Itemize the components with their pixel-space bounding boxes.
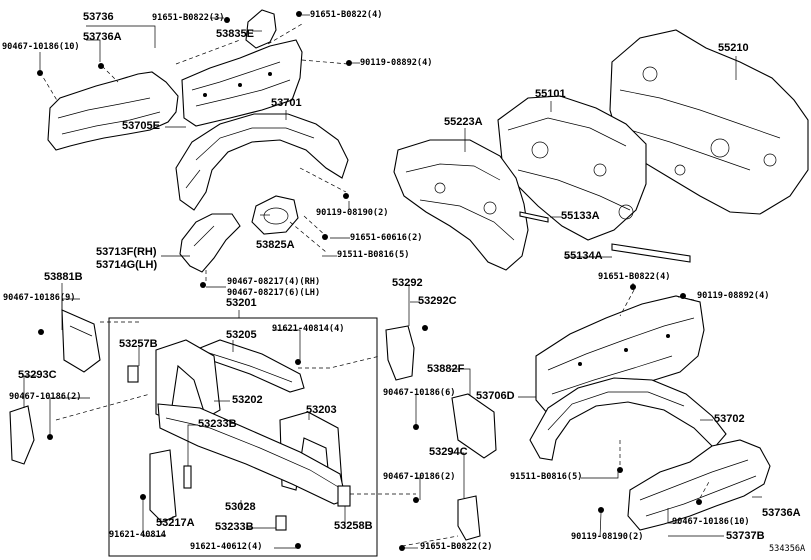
seal-55133a: [519, 211, 549, 223]
callout-91651-b0822-4-right: 91651-B0822(4): [598, 272, 671, 282]
callout-53882f: 53882F: [427, 363, 465, 375]
callout-91621-40612-4: 91621-40612(4): [190, 542, 263, 552]
bracket-53217a: [149, 449, 177, 523]
callout-53881b: 53881B: [44, 271, 83, 283]
fender-liner-53736a: [627, 439, 771, 531]
bracket-53882f: [451, 393, 497, 459]
callout-53702: 53702: [714, 413, 745, 425]
callout-53713f: 53713F(RH): [96, 246, 157, 258]
callout-53292c: 53292C: [418, 295, 457, 307]
callout-90467-10186-6: 90467-10186(6): [383, 388, 456, 398]
callout-55101: 55101: [535, 88, 566, 100]
callout-55133a: 55133A: [561, 210, 600, 222]
callout-53203: 53203: [306, 404, 337, 416]
wheel-housing-53702: [529, 377, 727, 461]
callout-91651-60616-2: 91651-60616(2): [350, 233, 423, 243]
callout-53714g: 53714G(LH): [96, 259, 158, 271]
figure-code: 534356A: [769, 544, 806, 554]
callout-90119-08892-4-right: 90119-08892(4): [697, 291, 770, 301]
callout-53201: 53201: [226, 297, 257, 309]
callout-90467-08217-4: 90467-08217(4)(RH): [227, 277, 321, 287]
callout-55223a: 55223A: [444, 116, 483, 128]
callout-90467-10186-10-bot: 90467-10186(10): [672, 517, 750, 527]
bracket-53294c: [457, 495, 481, 541]
bracket-53258b: [337, 485, 351, 507]
callout-53217a: 53217A: [156, 517, 195, 529]
bracket-53233b: [183, 465, 287, 531]
callout-91651-b0822-4-top: 91651-B0822(4): [310, 10, 383, 20]
callout-53706d: 53706D: [476, 390, 515, 402]
callout-91621-40814-4: 91621-40814(4): [272, 324, 345, 334]
callout-53233b-bot: 53233B: [215, 521, 254, 533]
dashed-lines: [39, 23, 711, 547]
callout-90467-10186-10-top: 90467-10186(10): [2, 42, 80, 52]
bracket-53257b: [127, 365, 139, 383]
bracket-53825a: [251, 195, 299, 235]
callout-53736a-top: 53736A: [83, 31, 122, 43]
seal-55134a: [611, 243, 691, 263]
callout-53294c: 53294C: [429, 446, 468, 458]
callout-91511-b0816-5-right: 91511-B0816(5): [510, 472, 583, 482]
callout-91651-b0822-2: 91651-B0822(2): [420, 542, 493, 552]
bracket-53881b: [61, 309, 101, 373]
fender-liner-53736: [47, 71, 179, 151]
extension-53713f: [179, 213, 241, 273]
callout-90467-10186-2-mid: 90467-10186(2): [383, 472, 456, 482]
callout-53202: 53202: [232, 394, 263, 406]
dash-silencer-55223a: [393, 139, 529, 271]
callout-90119-08190-2-top: 90119-08190(2): [316, 208, 389, 218]
callout-90119-08190-2-bot: 90119-08190(2): [571, 532, 644, 542]
callout-53233b-top: 53233B: [198, 418, 237, 430]
callout-55210: 55210: [718, 42, 749, 54]
bracket-53292: [385, 325, 415, 381]
bracket-53293c: [9, 405, 35, 465]
dash-insulator-55101: [497, 95, 647, 241]
apron-upper-53705e: [181, 39, 303, 127]
callout-53701: 53701: [271, 97, 302, 109]
callout-53736a-bot: 53736A: [762, 507, 801, 519]
callout-90467-08217-6: 90467-08217(6)(LH): [227, 288, 321, 298]
callout-53737b: 53737B: [726, 530, 765, 542]
callout-55134a: 55134A: [564, 250, 603, 262]
callout-53835e: 53835E: [216, 28, 254, 40]
leader-lines: [23, 14, 762, 549]
callout-53825a: 53825A: [256, 239, 295, 251]
callout-53258b: 53258B: [334, 520, 373, 532]
callout-90467-10186-2-left: 90467-10186(2): [9, 392, 82, 402]
callout-91621-40814: 91621-40814: [109, 530, 166, 540]
callout-53257b: 53257B: [119, 338, 158, 350]
callout-53028: 53028: [225, 501, 256, 513]
callout-53705e: 53705E: [122, 120, 160, 132]
callout-53736: 53736: [83, 11, 114, 23]
callout-90119-08892-4-top: 90119-08892(4): [360, 58, 433, 68]
callout-53292: 53292: [392, 277, 423, 289]
callout-91511-b0816-5-top: 91511-B0816(5): [337, 250, 410, 260]
wheel-housing-53701: [175, 113, 349, 211]
callout-53205: 53205: [226, 329, 257, 341]
assembly-53201-box: [108, 317, 378, 557]
callout-91651-b0822-3: 91651-B0822(3): [152, 13, 225, 23]
callout-90467-10186-9: 90467-10186(9): [3, 293, 76, 303]
callout-53293c: 53293C: [18, 369, 57, 381]
bracket-53835e: [245, 9, 277, 49]
